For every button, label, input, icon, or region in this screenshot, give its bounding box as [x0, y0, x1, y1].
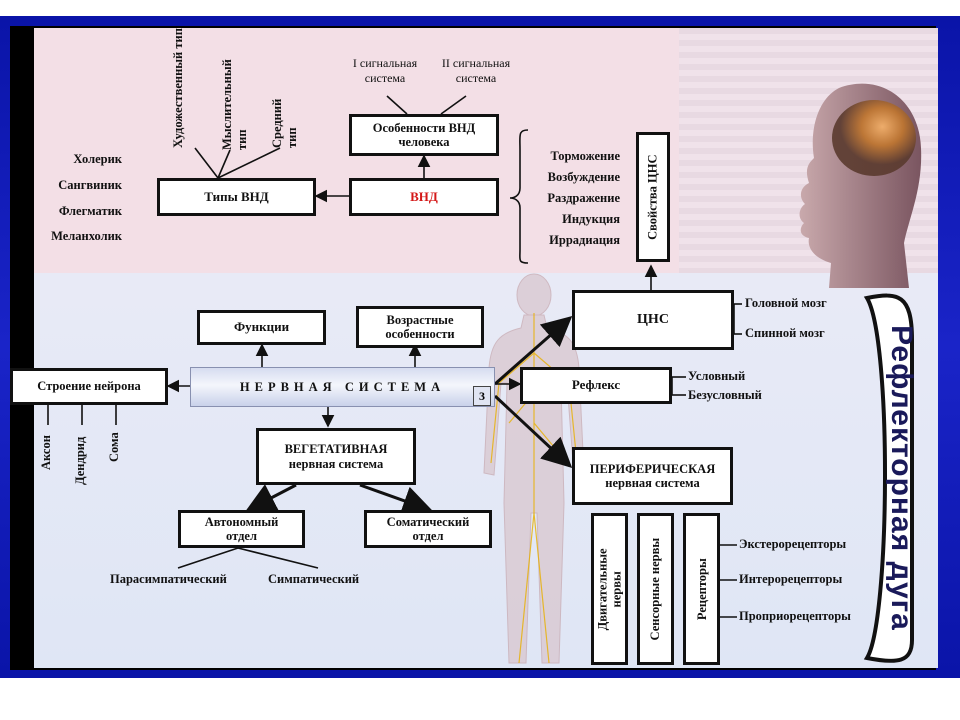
receptor-proprio: Проприорецепторы: [739, 609, 851, 623]
slide-number-badge: 3: [473, 386, 491, 406]
process-induction: Индукция: [562, 212, 620, 226]
receptor-extero: Экстерорецепторы: [739, 537, 847, 551]
temperament-melancholic: Меланхолик: [51, 229, 122, 243]
reflex-box: Рефлекс: [520, 367, 672, 404]
head-silhouette-image: [799, 83, 922, 288]
neuron-structure-box: Строение нейрона: [10, 368, 168, 405]
process-irritation: Раздражение: [547, 191, 620, 205]
neuron-dendrite: Дендрид: [73, 436, 87, 485]
nervous-system-bar: НЕРВНАЯ СИСТЕМА: [190, 367, 495, 407]
cns-props-label: Свойства ЦНС: [645, 154, 660, 240]
reflex-arc-text: Рефлекторная дуга: [885, 325, 918, 631]
sensory-nerves-box: Сенсорные нервы: [637, 513, 674, 665]
age-features-box: Возрастные особенности: [356, 306, 484, 348]
somatic-division-box: Соматический отдел: [364, 510, 492, 548]
autonomic-division-box: Автономный отдел: [178, 510, 305, 548]
cns-props-box: Свойства ЦНС: [636, 132, 670, 262]
vnd-box: ВНД: [349, 178, 499, 216]
sensory-nerves-label: Сенсорные нервы: [648, 537, 663, 641]
receptors-label: Рецепторы: [694, 558, 709, 620]
vnd-features-box: Особенности ВНД человека: [349, 114, 499, 156]
neuron-soma: Сома: [107, 432, 121, 462]
kind-average: Средний тип: [270, 98, 299, 148]
process-irradiation: Иррадиация: [549, 233, 620, 247]
motor-nerves-label: Двигательные нервы: [595, 548, 624, 630]
functions-box: Функции: [197, 310, 326, 345]
neuron-axon: Аксон: [39, 435, 53, 470]
temperament-sanguine: Сангвиник: [58, 178, 122, 192]
receptors-box: Рецепторы: [683, 513, 720, 665]
kind-artistic: Художественный тип: [171, 28, 185, 148]
reflex-conditioned: Условный: [688, 369, 746, 383]
process-inhibition: Торможение: [550, 149, 620, 163]
signal-system-2: II сигнальная система: [441, 56, 511, 85]
cns-part-brain: Головной мозг: [745, 296, 827, 310]
cns-box: ЦНС: [572, 290, 734, 350]
kind-thinking: Мыслительный тип: [220, 59, 249, 150]
temperament-phlegmatic: Флегматик: [58, 204, 122, 218]
temperament-choleric: Холерик: [73, 152, 122, 166]
parasympathetic-label: Парасимпатический: [110, 572, 227, 586]
signal-system-1: I сигнальная система: [352, 56, 418, 85]
sympathetic-label: Симпатический: [268, 572, 360, 586]
motor-nerves-box: Двигательные нервы: [591, 513, 628, 665]
cns-part-spinal: Спинной мозг: [745, 326, 825, 340]
peripheral-ns-box: ПЕРИФЕРИЧЕСКАЯ нервная система: [572, 447, 733, 505]
vegetative-ns-box: ВЕГЕТАТИВНАЯ нервная система: [256, 428, 416, 485]
slide-panel: [34, 28, 938, 668]
receptor-intero: Интерорецепторы: [739, 572, 843, 586]
process-excitation: Возбуждение: [547, 170, 620, 184]
reflex-unconditioned: Безусловный: [688, 388, 762, 402]
reflex-arc-label: Рефлекторная дуга: [871, 293, 931, 663]
types-vnd-box: Типы ВНД: [157, 178, 316, 216]
